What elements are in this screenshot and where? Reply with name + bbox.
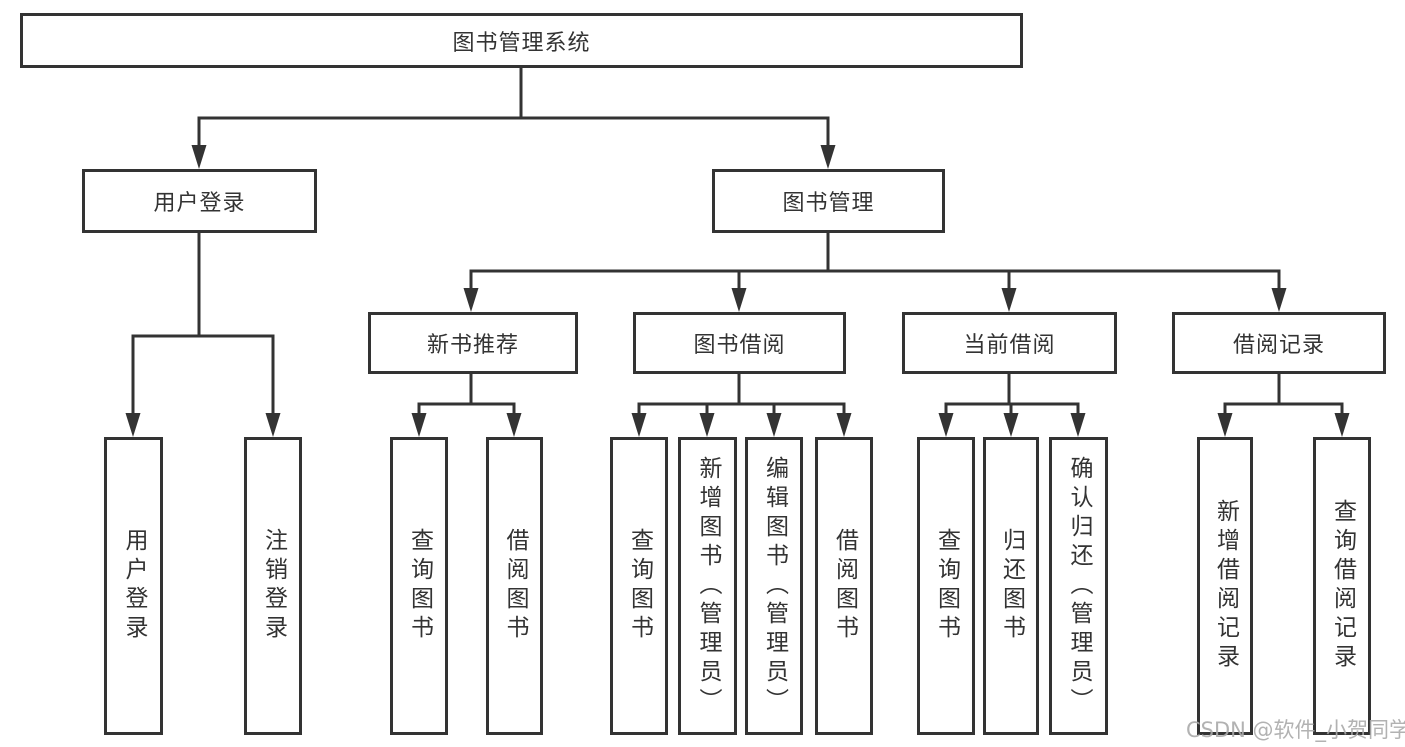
node-library-management-system: 图书管理系统 — [20, 13, 1023, 68]
node-borrow-books-borrowing: 借阅图书 — [815, 437, 873, 735]
node-add-borrow-record: 新增借阅记录 — [1197, 437, 1253, 735]
node-confirm-return-admin: 确认归还（管理员） — [1049, 437, 1108, 735]
node-book-borrowing: 图书借阅 — [633, 312, 846, 374]
node-user-login: 用户登录 — [82, 169, 317, 233]
node-new-book-recommend: 新书推荐 — [368, 312, 578, 374]
node-add-book-admin: 新增图书（管理员） — [678, 437, 737, 735]
node-query-borrow-record: 查询借阅记录 — [1313, 437, 1371, 735]
node-return-book: 归还图书 — [983, 437, 1039, 735]
node-query-books-recommend: 查询图书 — [390, 437, 448, 735]
node-borrow-records: 借阅记录 — [1172, 312, 1386, 374]
node-query-books-borrowing: 查询图书 — [610, 437, 668, 735]
node-query-books-current: 查询图书 — [917, 437, 975, 735]
node-user-login-action: 用户登录 — [104, 437, 163, 735]
node-current-borrowing: 当前借阅 — [902, 312, 1117, 374]
watermark: CSDN @软件_小贺同学 — [1186, 718, 1405, 742]
node-logout-action: 注销登录 — [244, 437, 302, 735]
node-edit-book-admin: 编辑图书（管理员） — [745, 437, 803, 735]
node-borrow-books-recommend: 借阅图书 — [486, 437, 543, 735]
node-book-management: 图书管理 — [712, 169, 945, 233]
